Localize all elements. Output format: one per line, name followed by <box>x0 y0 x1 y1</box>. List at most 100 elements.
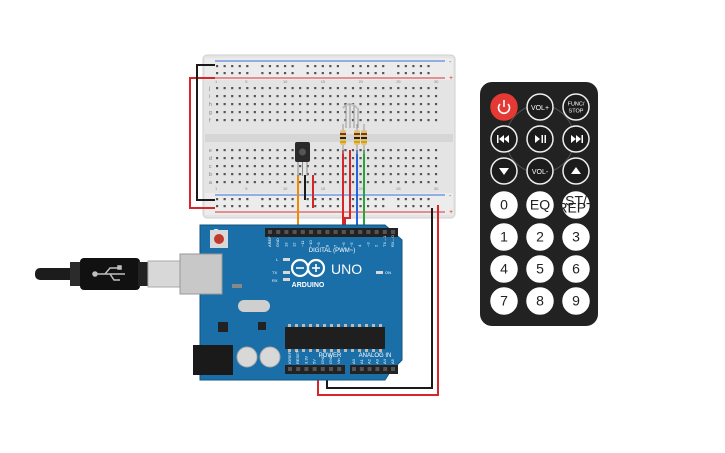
column-number: 20 <box>358 186 363 191</box>
remote-power-button[interactable] <box>490 93 518 121</box>
row-letter: a <box>209 180 212 186</box>
remote-five-button[interactable]: 5 <box>526 255 554 283</box>
column-number: 15 <box>321 186 326 191</box>
remote-st-rept-button[interactable]: ST/REPT <box>557 191 595 219</box>
led-on <box>376 271 383 274</box>
button-label: 8 <box>536 293 544 309</box>
bottom-power-rail <box>205 193 453 215</box>
remote-two-button[interactable]: 2 <box>526 223 554 251</box>
crystal <box>238 300 270 312</box>
digital-pin-label: GND <box>275 238 280 247</box>
led-tx <box>283 271 290 274</box>
analog-pin-label: A2 <box>367 358 372 364</box>
digital-pin-label: AREF <box>267 236 272 247</box>
resistor-2[interactable] <box>354 124 360 154</box>
remote-three-button[interactable]: 3 <box>562 223 590 251</box>
digital-pin-label: 13 <box>283 242 288 247</box>
resistors[interactable] <box>340 124 367 154</box>
remote-nine-button[interactable]: 9 <box>562 287 590 315</box>
remote-seven-button[interactable]: 7 <box>490 287 518 315</box>
button-label: REPT <box>557 200 595 216</box>
led-tx-label: TX <box>272 270 277 275</box>
resistor-1[interactable] <box>340 124 346 154</box>
brand-label: ARDUINO <box>292 282 325 289</box>
button-label: 2 <box>536 229 544 245</box>
power-pin-label: IOREF <box>287 351 292 364</box>
digital-pin-label: ~6 <box>341 242 346 247</box>
column-number: 30 <box>434 186 439 191</box>
arduino-logo <box>290 258 326 278</box>
analog-pin-label: A4 <box>382 358 387 364</box>
remote-one-button[interactable]: 1 <box>490 223 518 251</box>
chip-pins <box>288 324 382 352</box>
button-label: ST/ <box>565 193 587 209</box>
column-number: 5 <box>245 79 248 84</box>
analog-pin-label: A0 <box>351 358 356 364</box>
button-label: VOL- <box>532 169 549 176</box>
column-number: 25 <box>396 79 401 84</box>
button-label: 9 <box>572 293 580 309</box>
remote-six-button[interactable]: 6 <box>562 255 590 283</box>
power-pin-label: 3.3V <box>303 355 308 364</box>
digital-pin-holes <box>268 230 395 234</box>
remote-eq-button[interactable]: EQ <box>526 191 554 219</box>
remote-play-pause-button[interactable] <box>526 125 554 153</box>
button-label: 4 <box>500 261 508 277</box>
column-number: 30 <box>434 79 439 84</box>
power-icon <box>497 100 511 115</box>
wire-red-rail-bridge[interactable] <box>189 77 215 209</box>
digital-header-label: DIGITAL (PWM~) <box>309 248 356 254</box>
digital-pin-label: 12 <box>292 242 297 247</box>
button-label: 3 <box>572 229 580 245</box>
remote-func-stop-button[interactable]: FUNC/STOP <box>562 93 590 121</box>
wire-black-rail-bridge[interactable] <box>196 64 215 201</box>
row-letter: d <box>209 156 212 162</box>
led-l-label: L <box>276 257 279 262</box>
column-number: 25 <box>396 186 401 191</box>
remote-vol-up-button[interactable]: VOL+ <box>526 93 554 121</box>
remote-up-button[interactable] <box>562 157 590 185</box>
remote-next-button[interactable] <box>562 125 590 153</box>
remote-eight-button[interactable]: 8 <box>526 287 554 315</box>
column-number: 20 <box>358 79 363 84</box>
row-letter: j <box>208 86 210 92</box>
digital-pin-label: 7 <box>333 244 338 247</box>
ir-receiver[interactable] <box>295 142 310 176</box>
reset-button[interactable] <box>210 230 228 248</box>
remote-four-button[interactable]: 4 <box>490 255 518 283</box>
remote-down-button[interactable] <box>490 157 518 185</box>
remote-zero-button[interactable]: 0 <box>490 191 518 219</box>
wire-red-5v[interactable] <box>317 205 439 396</box>
digital-pin-label: TX→1 <box>382 235 387 247</box>
remote-prev-button[interactable] <box>490 125 518 153</box>
rail-minus-label: - <box>449 59 452 66</box>
rgb-led[interactable] <box>342 103 359 128</box>
button-label: 5 <box>536 261 544 277</box>
resistor-3[interactable] <box>361 124 367 154</box>
led-rx-label: RX <box>272 278 278 283</box>
row-letter: c <box>209 164 212 170</box>
play-pause-icon <box>535 135 546 143</box>
analog-header-label: ANALOG IN <box>359 353 392 359</box>
power-pin-label: GND <box>320 355 325 364</box>
row-letter: h <box>209 102 212 108</box>
analog-pin-label: A1 <box>359 358 364 364</box>
rail-plus-label: + <box>449 75 453 82</box>
down-icon <box>499 168 509 175</box>
capacitor-2 <box>259 346 281 368</box>
button-label: 0 <box>500 197 508 213</box>
digital-pin-label: ~10 <box>308 239 313 247</box>
usb-cable[interactable] <box>35 258 181 290</box>
digital-pin-label: ~5 <box>349 242 354 247</box>
row-letter: b <box>209 172 212 178</box>
digital-header <box>265 228 398 237</box>
remote-vol-down-button[interactable]: VOL- <box>526 157 554 185</box>
